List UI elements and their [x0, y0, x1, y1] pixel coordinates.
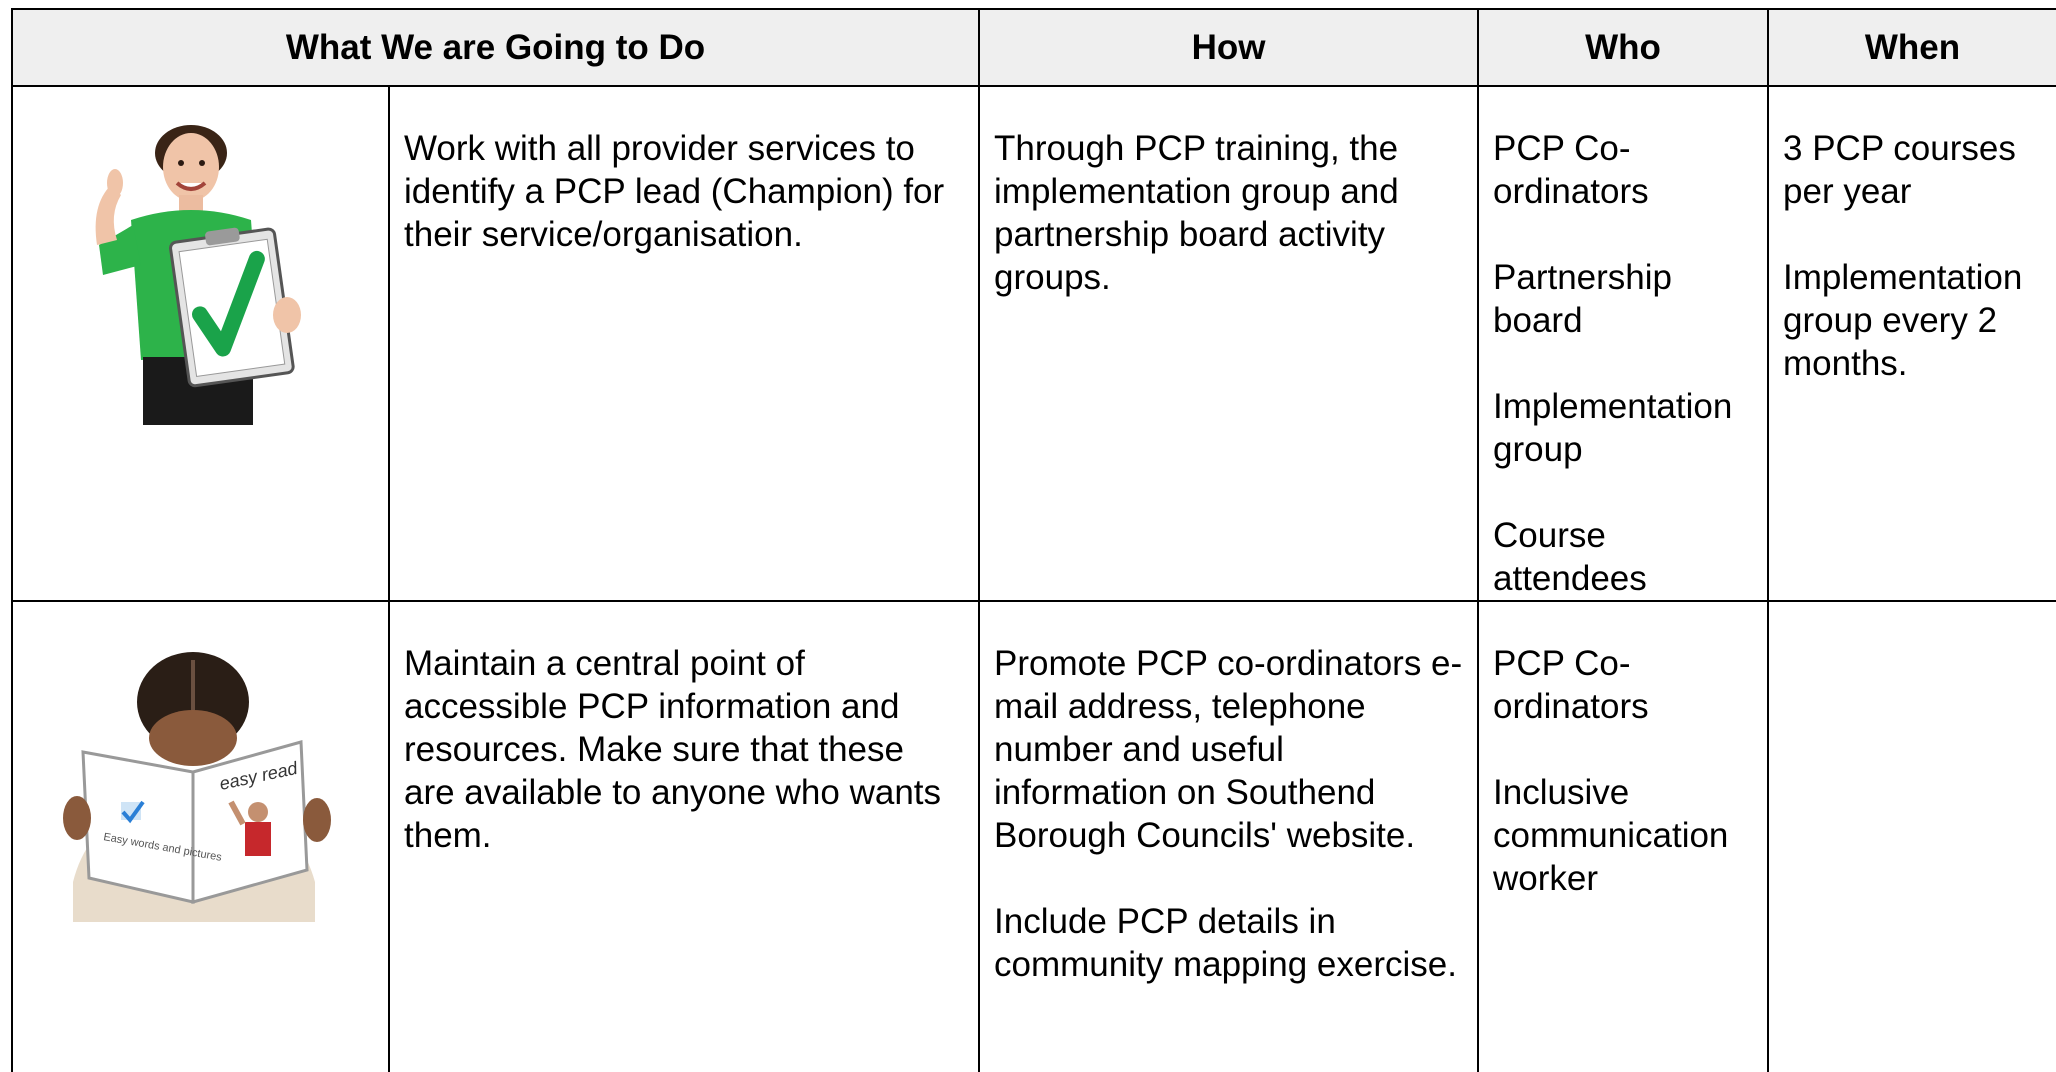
who-item: Implementation group — [1493, 387, 1733, 469]
who-item: PCP Co-ordinators — [1493, 129, 1649, 211]
how-cell: Promote PCP co-ordinators e-mail address… — [978, 600, 1480, 1072]
person-thumbs-up-checklist-picture — [95, 125, 301, 425]
header-who: Who — [1477, 8, 1770, 87]
who-item: Inclusive communication worker — [1493, 773, 1729, 898]
who-cell: PCP Co-ordinators Inclusive communicatio… — [1477, 600, 1770, 1072]
when-item: 3 PCP courses per year — [1783, 129, 2016, 211]
action-plan-table: What We are Going to Do How Who When — [10, 8, 2056, 1072]
who-item: Course attendees — [1493, 516, 1647, 598]
who-item: Partnership board — [1493, 258, 1672, 340]
header-how: How — [978, 8, 1480, 87]
how-text: Promote PCP co-ordinators e-mail address… — [994, 644, 1463, 855]
when-cell: 3 PCP courses per year Implementation gr… — [1767, 85, 2056, 602]
what-text: Work with all provider services to ident… — [404, 129, 945, 254]
header-row: What We are Going to Do How Who When — [10, 8, 2056, 87]
what-cell: Work with all provider services to ident… — [387, 85, 981, 602]
person-reading-easy-read-book-picture: Easy words and pictures easy read — [63, 652, 331, 922]
header-when: When — [1767, 8, 2056, 87]
table-row: Easy words and pictures easy read Mainta… — [11, 600, 2056, 1072]
when-cell — [1767, 600, 2056, 1072]
who-cell: PCP Co-ordinators Partnership board Impl… — [1477, 85, 1770, 602]
what-cell: Maintain a central point of accessible P… — [387, 600, 981, 1072]
picture-cell — [11, 85, 390, 602]
picture-cell: Easy words and pictures easy read — [11, 600, 390, 1072]
what-text: Maintain a central point of accessible P… — [404, 644, 942, 855]
how-cell: Through PCP training, the implementation… — [978, 85, 1480, 602]
how-text: Include PCP details in community mapping… — [994, 902, 1457, 984]
header-what: What We are Going to Do — [10, 8, 981, 87]
how-text: Through PCP training, the implementation… — [994, 129, 1399, 297]
table-row: Work with all provider services to ident… — [11, 85, 2056, 602]
who-item: PCP Co-ordinators — [1493, 644, 1649, 726]
when-item: Implementation group every 2 months. — [1783, 258, 2023, 383]
